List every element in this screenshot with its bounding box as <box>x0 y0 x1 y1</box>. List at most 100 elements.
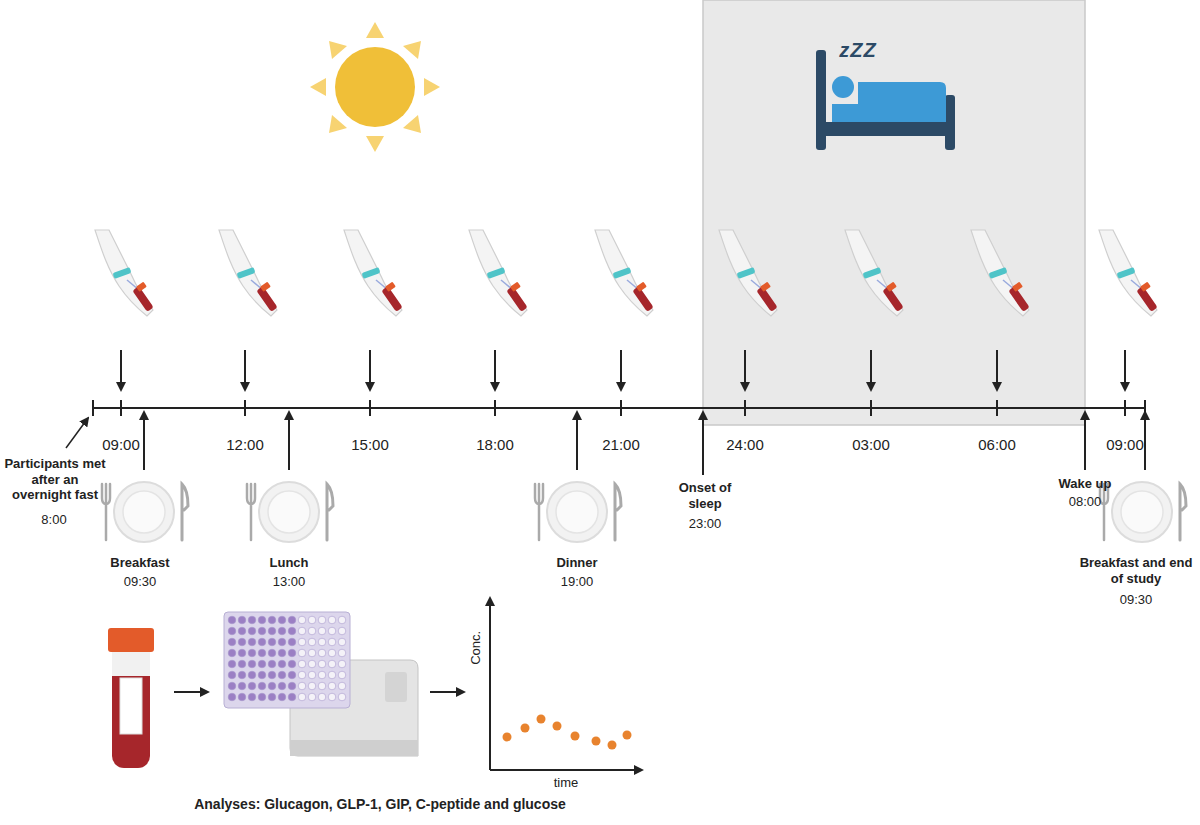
event-label: Onset of sleep <box>665 480 745 511</box>
well <box>268 616 276 624</box>
well <box>328 660 336 668</box>
event-arrow <box>702 412 704 475</box>
well <box>238 649 246 657</box>
well <box>278 682 286 690</box>
well <box>318 693 326 701</box>
sleep-z: zZZ <box>828 38 888 62</box>
event-arrow <box>576 412 578 470</box>
well <box>288 682 296 690</box>
meal-time: 09:30 <box>105 574 175 590</box>
well <box>278 671 286 679</box>
well <box>228 660 236 668</box>
well <box>278 693 286 701</box>
meal-time: 13:00 <box>254 574 324 590</box>
well <box>288 616 296 624</box>
well <box>288 660 296 668</box>
well <box>288 671 296 679</box>
meal-plate <box>102 482 188 542</box>
sample-arrow <box>1124 350 1126 390</box>
blood-draw <box>1099 230 1158 316</box>
blood-draw <box>469 230 528 316</box>
well <box>308 693 316 701</box>
time-tick: 21:00 <box>591 436 651 454</box>
sample-arrow <box>244 350 246 390</box>
well <box>238 671 246 679</box>
well <box>318 649 326 657</box>
axis-tick <box>870 400 872 416</box>
well <box>318 682 326 690</box>
well <box>308 660 316 668</box>
well <box>338 682 346 690</box>
well <box>228 671 236 679</box>
start-note: Participants met after an overnight fast <box>3 456 107 503</box>
well <box>248 638 256 646</box>
well <box>318 627 326 635</box>
axis-label: Conc. <box>468 623 484 673</box>
well <box>258 693 266 701</box>
sample-arrow <box>996 350 998 390</box>
sample-arrow <box>369 350 371 390</box>
axis-tick <box>244 400 246 416</box>
axis-tick <box>120 400 122 416</box>
well <box>258 638 266 646</box>
well <box>338 671 346 679</box>
well <box>268 693 276 701</box>
well <box>228 649 236 657</box>
well <box>288 627 296 635</box>
time-axis <box>93 400 1145 416</box>
well <box>328 638 336 646</box>
well <box>268 638 276 646</box>
axis-tick <box>494 400 496 416</box>
well <box>338 660 346 668</box>
well <box>248 616 256 624</box>
well <box>338 649 346 657</box>
axis-tick <box>744 400 746 416</box>
axis-tick <box>996 400 998 416</box>
well <box>318 671 326 679</box>
well <box>288 649 296 657</box>
well <box>308 616 316 624</box>
start-arrow <box>66 418 88 448</box>
well <box>268 682 276 690</box>
well <box>238 627 246 635</box>
well <box>288 638 296 646</box>
well <box>308 627 316 635</box>
well <box>298 682 306 690</box>
axis-tick <box>369 400 371 416</box>
well <box>278 627 286 635</box>
well <box>248 649 256 657</box>
meal-label: Lunch <box>239 555 339 571</box>
flow-arrow <box>430 691 464 693</box>
time-tick: 24:00 <box>715 436 775 454</box>
time-tick: 12:00 <box>215 436 275 454</box>
blood-draw <box>845 230 904 316</box>
well <box>248 660 256 668</box>
meal-plate <box>247 482 333 542</box>
well <box>338 616 346 624</box>
well <box>338 627 346 635</box>
flow-arrow <box>174 691 208 693</box>
analyses-note: Analyses: Glucagon, GLP-1, GIP, C-peptid… <box>100 796 660 813</box>
time-tick: 18:00 <box>465 436 525 454</box>
meal-time: 19:00 <box>542 574 612 590</box>
event-arrow <box>143 412 145 470</box>
sun-icon <box>310 22 440 152</box>
sample-arrow <box>870 350 872 390</box>
well <box>268 660 276 668</box>
well <box>298 671 306 679</box>
event-arrow <box>1084 412 1086 470</box>
blood-draw <box>719 230 778 316</box>
well <box>288 693 296 701</box>
well <box>278 616 286 624</box>
blood-draw <box>219 230 278 316</box>
well <box>228 682 236 690</box>
well <box>328 616 336 624</box>
well <box>258 616 266 624</box>
well <box>248 671 256 679</box>
well <box>338 638 346 646</box>
time-tick: 15:00 <box>340 436 400 454</box>
blood-draw <box>971 230 1030 316</box>
event-arrow <box>288 412 290 470</box>
plate-reader <box>224 612 418 756</box>
well <box>238 660 246 668</box>
